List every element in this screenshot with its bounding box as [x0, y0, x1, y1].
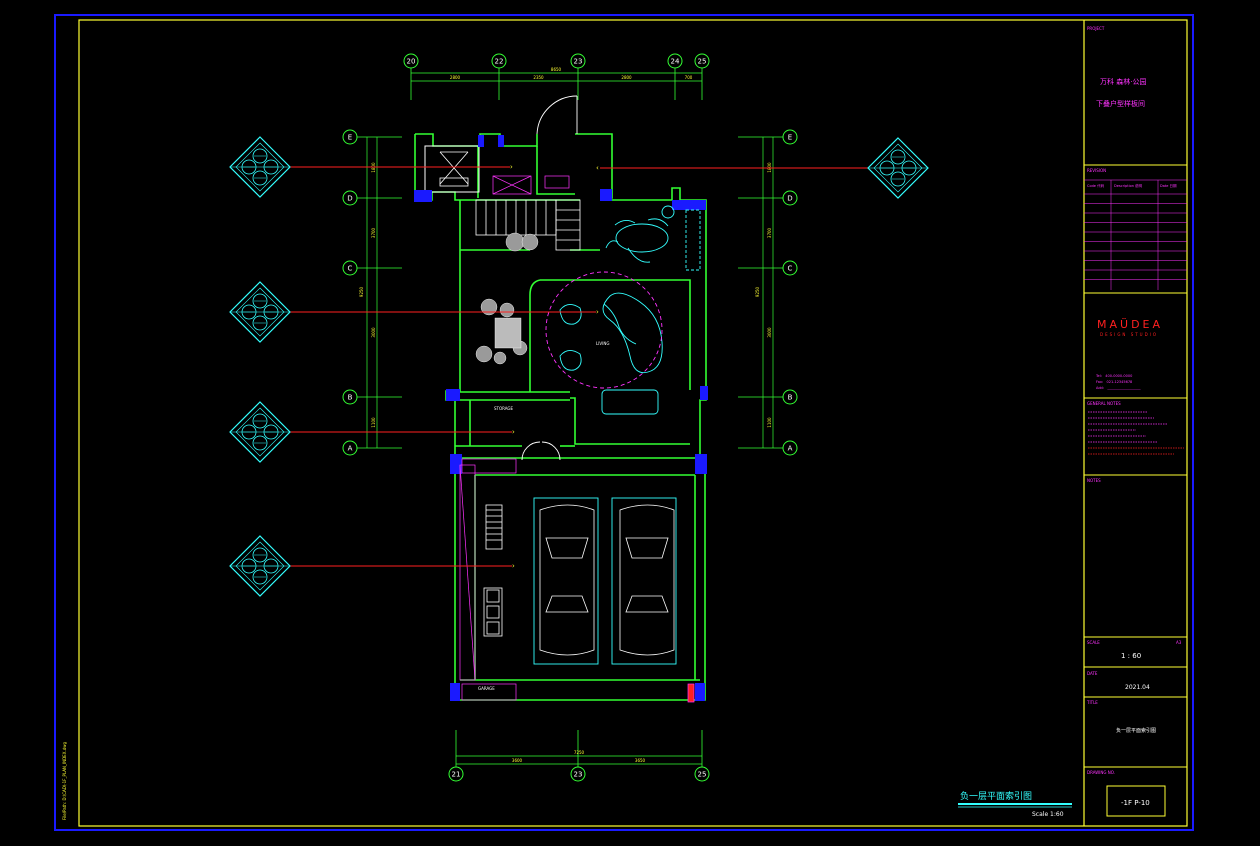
svg-text:›: ›: [512, 428, 515, 436]
drawing-no-box: [1106, 785, 1166, 817]
index-symbol-4: [229, 401, 291, 463]
sheet-border: [78, 19, 1188, 827]
title-label: TITLE: [1086, 700, 1098, 705]
axis-left-E-label: E: [348, 134, 352, 142]
contact-tel: Tel： 400-0000-0000: [1095, 374, 1132, 378]
dim-right-seg-1: 3700: [767, 227, 772, 238]
dim-right-seg-3: 1100: [767, 417, 772, 428]
project-sub: 下叠户型样板间: [1096, 99, 1145, 108]
project-label: PROJECT: [1087, 26, 1105, 31]
dim-top-seg-3: 700: [685, 75, 693, 80]
revision-label: REVISION: [1087, 168, 1106, 173]
index-symbols: [229, 136, 929, 597]
drawing-no: -1F P-10: [1121, 799, 1150, 807]
dim-right-total: 9250: [755, 286, 760, 297]
revision-col-desc: Description 说明: [1114, 183, 1143, 188]
notes-label: NOTES: [1087, 478, 1101, 483]
svg-text:‹: ‹: [596, 164, 599, 172]
index-symbol-2: [867, 137, 929, 199]
room-label-storage: STORAGE: [494, 406, 514, 411]
axis-top-20-label: 20: [407, 58, 416, 66]
index-lines: [290, 166, 868, 567]
storage-cabinets: [459, 175, 695, 703]
index-symbol-1: [229, 136, 291, 198]
room-label-living: LIVING: [596, 341, 609, 346]
dim-bottom-seg-0: 3600: [512, 758, 523, 763]
caption-title: 负一层平面索引图: [960, 790, 1032, 802]
axis-top-25-label: 25: [698, 58, 707, 66]
dim-left-seg-3: 1100: [371, 417, 376, 428]
dim-left-seg-2: 3000: [371, 327, 376, 338]
axis-left-A-label: A: [348, 445, 353, 453]
project-name: 万科 森林·公园: [1100, 77, 1146, 86]
scale-value: 1 : 60: [1121, 652, 1141, 660]
dim-left-seg-1: 3700: [371, 227, 376, 238]
date-label: DATE: [1087, 671, 1098, 676]
doors: [521, 95, 578, 461]
dim-right-seg-0: 1800: [767, 162, 772, 173]
svg-text:›: ›: [596, 308, 599, 316]
axis-right-D-label: D: [787, 195, 792, 203]
dim-top-seg-1: 2350: [533, 75, 544, 80]
drawing-caption: 负一层平面索引图 Scale 1:60: [958, 790, 1072, 818]
svg-text:›: ›: [510, 163, 513, 171]
axis-left-B-label: B: [348, 394, 353, 402]
dim-bottom-seg-1: 3650: [635, 758, 646, 763]
drawing-no-label: DRAWING NO.: [1087, 770, 1115, 775]
index-symbol-5: [229, 535, 291, 597]
cars: [483, 504, 675, 656]
dim-top-seg-2: 2800: [621, 75, 632, 80]
title-value: 负一层平面索引图: [1116, 727, 1156, 734]
revision-col-date: Date 日期: [1160, 183, 1177, 188]
dim-bottom-total: 7250: [574, 750, 585, 755]
side-note: File/Path: D:\CAD\-1F_PLAN_INDEX.dwg: [62, 741, 67, 820]
dim-left-total: 9250: [359, 286, 364, 297]
contact-fax: Fax： 021-12345678: [1096, 380, 1132, 384]
axis-left-C-label: C: [348, 265, 353, 273]
brand-sub: DESIGN STUDIO: [1100, 332, 1158, 337]
dim-top-total: 8650: [551, 67, 562, 72]
title-block: PROJECT 万科 森林·公园 下叠户型样板间 REVISION Code 代…: [1084, 26, 1187, 817]
outer-frame: [54, 14, 1194, 831]
living-area-rug: [545, 271, 663, 389]
svg-text:›: ›: [512, 562, 515, 570]
date-value: 2021.04: [1125, 684, 1150, 691]
room-label-garage: GARAGE: [478, 686, 495, 691]
axis-right-A-label: A: [788, 445, 793, 453]
axis-bottom-25-label: 25: [698, 771, 707, 779]
axis-bottom-23-label: 23: [574, 771, 583, 779]
axis-right-C-label: C: [788, 265, 793, 273]
index-symbol-3: [229, 281, 291, 343]
dining-set: [475, 232, 539, 365]
scale-label: SCALE: [1087, 640, 1100, 645]
furniture: [533, 205, 701, 665]
axis-top-23-label: 23: [574, 58, 583, 66]
revision-col-code: Code 代码: [1087, 183, 1105, 188]
dim-top-seg-0: 2800: [450, 75, 461, 80]
axis-bottom-21-label: 21: [452, 771, 461, 779]
axis-right-B-label: B: [788, 394, 793, 402]
axis-top-22-label: 22: [495, 58, 504, 66]
axis-left-D-label: D: [347, 195, 352, 203]
axis-right-E-label: E: [788, 134, 792, 142]
caption-scale: Scale 1:60: [1032, 811, 1064, 818]
axis-top-24-label: 24: [671, 58, 680, 66]
dim-right-seg-2: 3000: [767, 327, 772, 338]
columns: [414, 135, 708, 701]
contact-add: Add： ___________________: [1096, 386, 1141, 390]
a3-mark: A3: [1176, 640, 1182, 645]
floor-plan: 20 22 23 24 25 8650 2800 2350 2800 700 21 23 25 7250…: [229, 53, 929, 782]
general-notes-label: GENERAL NOTES: [1087, 401, 1121, 406]
brand-name: MAÜDEA: [1097, 318, 1163, 331]
